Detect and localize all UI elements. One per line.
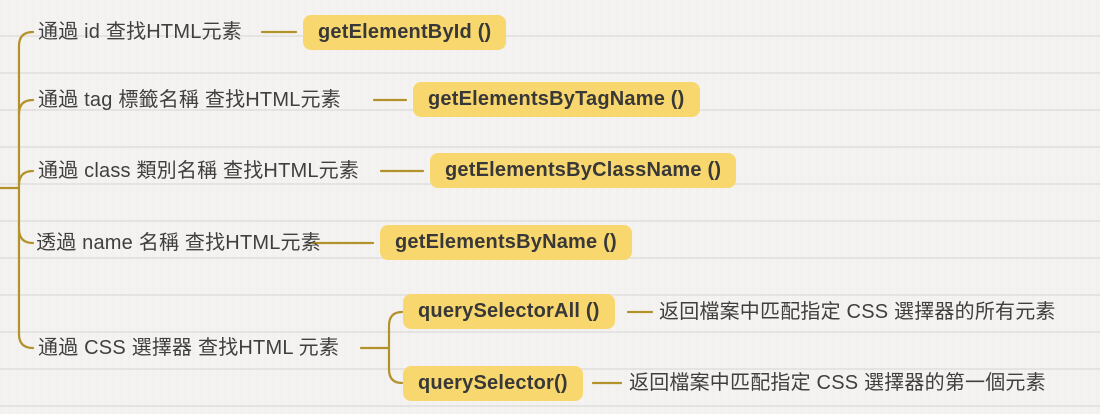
branch-label-css[interactable]: 通過 CSS 選擇器 查找HTML 元素 <box>38 337 340 359</box>
branch-curve-class <box>17 169 35 187</box>
description-queryselector[interactable]: 返回檔案中匹配指定 CSS 選擇器的第一個元素 <box>629 372 1046 394</box>
method-node-getelementsbytagname[interactable]: getElementsByTagName () <box>413 82 700 117</box>
method-node-getelementbyid[interactable]: getElementById () <box>303 15 507 50</box>
trunk-line <box>17 30 35 350</box>
css-children-bracket <box>387 310 404 385</box>
branch-curve-tag <box>17 98 35 116</box>
branch-label-class[interactable]: 通過 class 類別名稱 查找HTML元素 <box>38 160 360 182</box>
method-node-queryselector[interactable]: querySelector() <box>403 366 583 401</box>
description-queryselectorall[interactable]: 返回檔案中匹配指定 CSS 選擇器的所有元素 <box>659 301 1056 323</box>
method-node-getelementsbyclassname[interactable]: getElementsByClassName () <box>430 153 737 188</box>
method-node-queryselectorall[interactable]: querySelectorAll () <box>403 294 615 329</box>
method-node-getelementsbyname[interactable]: getElementsByName () <box>380 225 632 260</box>
branch-label-tag[interactable]: 通過 tag 標籤名稱 查找HTML元素 <box>38 89 341 111</box>
branch-curve-name <box>17 227 35 245</box>
branch-label-name[interactable]: 透過 name 名稱 查找HTML元素 <box>36 232 321 254</box>
branch-label-id[interactable]: 通過 id 查找HTML元素 <box>38 21 242 43</box>
